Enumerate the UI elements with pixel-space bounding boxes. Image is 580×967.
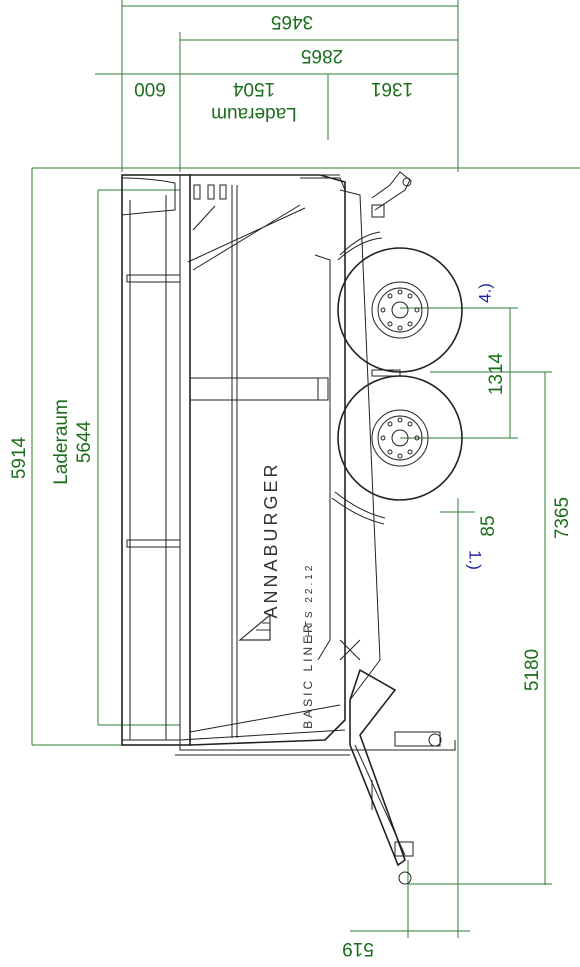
dim-total-length: 7365 xyxy=(552,497,573,539)
model-prefix: BASIC LINER xyxy=(301,621,315,729)
right-dimension-lines xyxy=(350,307,552,938)
logo-triangle xyxy=(238,613,271,641)
dim-inner-width: 2865 xyxy=(301,45,343,66)
note-4: 4.) xyxy=(475,283,494,303)
dim-left-offset: 600 xyxy=(134,78,166,99)
dim-loading-length: 5644 xyxy=(74,420,95,463)
dim-loading-length-label: Laderaum xyxy=(51,399,72,485)
drawbar xyxy=(339,639,442,885)
rear-wheel xyxy=(337,247,463,373)
dim-hitch-offset: 519 xyxy=(342,938,374,959)
dim-overall-length: 5914 xyxy=(9,436,30,479)
trailer-body xyxy=(121,174,456,756)
dim-overall-width: 3465 xyxy=(271,11,313,32)
brand-name: ANNABURGER xyxy=(261,461,281,618)
dim-right-offset: 1361 xyxy=(371,78,413,99)
model-label: BASIC LINER HTS 22.12 xyxy=(301,563,315,729)
model-code: HTS 22.12 xyxy=(304,563,315,638)
top-dimension-lines xyxy=(95,0,459,172)
dim-drawbar-length: 5180 xyxy=(522,649,543,691)
dim-axle-distance: 1314 xyxy=(486,352,507,395)
dim-loading-width-label: Laderaum xyxy=(211,103,297,124)
top-linkage xyxy=(371,171,412,218)
mudguards xyxy=(331,231,401,525)
note-1: 1.) xyxy=(466,550,485,570)
dim-axle-offset: 85 xyxy=(478,515,499,536)
dim-loading-width: 1504 xyxy=(232,78,275,99)
